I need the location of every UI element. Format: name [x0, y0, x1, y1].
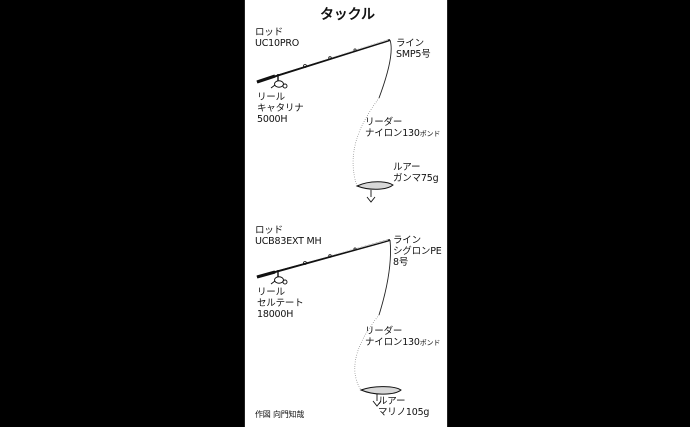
main-line-2 — [378, 239, 391, 316]
lure-model-1: ガンマ75g — [393, 173, 439, 184]
reel-model-1-line1: キャタリナ — [257, 103, 304, 114]
reel-icon-2 — [270, 270, 288, 285]
line-label-1: ライン — [396, 38, 424, 49]
lure-icon-2 — [359, 386, 402, 407]
leader-spec-2: ナイロン130ポンド — [365, 337, 441, 348]
reel-label-2: リール — [257, 287, 285, 298]
reel-icon-1 — [270, 74, 288, 89]
leader-label-1: リーダー — [365, 117, 403, 128]
leader-line-1 — [352, 97, 380, 187]
reel-model-2-line2: 18000H — [257, 309, 294, 320]
reel-model-1-line2: 5000H — [257, 114, 288, 125]
lure-label-1: ルアー — [393, 162, 421, 173]
leader-spec-1: ナイロン130ポンド — [365, 128, 441, 139]
rod-label-1: ロッド — [255, 27, 283, 38]
diagram-credit: 作図 向門知哉 — [255, 410, 305, 419]
tackle-diagram-panel: タックル ロッド UC10PRO ライン SMP5号 リール キャタリナ 500… — [244, 0, 448, 427]
line-model-2-line1: シグロンPE — [393, 246, 442, 257]
rod-label-2: ロッド — [255, 225, 283, 236]
lure-label-2: ルアー — [378, 396, 406, 407]
rod-model-2: UCB83EXT MH — [255, 236, 322, 247]
reel-label-1: リール — [257, 92, 285, 103]
line-model-1: SMP5号 — [396, 49, 431, 60]
reel-model-2-line1: セルテート — [257, 298, 304, 309]
tackle-illustrations — [256, 38, 402, 407]
rod-model-1: UC10PRO — [255, 38, 300, 49]
leader-label-2: リーダー — [365, 326, 403, 337]
lure-icon-1 — [355, 181, 394, 203]
rod-icon-1 — [256, 38, 391, 84]
line-model-2-line2: 8号 — [393, 257, 409, 268]
lure-model-2: マリノ105g — [378, 407, 430, 418]
diagram-title: タックル — [320, 7, 375, 23]
leader-line-2 — [354, 314, 380, 391]
line-label-2: ライン — [393, 235, 421, 246]
main-line-1 — [378, 39, 392, 99]
rod-icon-2 — [256, 238, 391, 279]
